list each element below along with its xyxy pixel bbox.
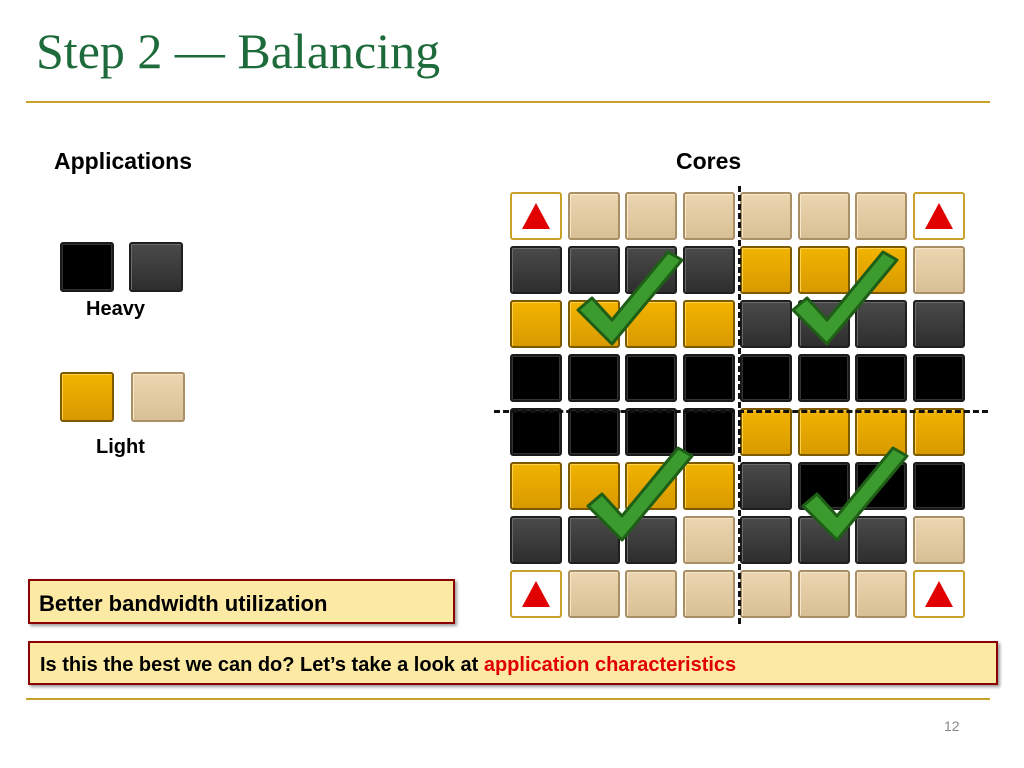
heavy-core-tile — [625, 354, 677, 402]
light-core-tile — [740, 246, 792, 294]
light-core-tile — [567, 570, 620, 618]
heavy-core-tile — [855, 300, 907, 348]
memory-controller-tile — [912, 570, 965, 618]
heavy-core-tile — [567, 246, 620, 294]
highlight-text: application characteristics — [483, 654, 737, 676]
page-number: 12 — [944, 718, 960, 734]
heavy-core-tile — [567, 408, 620, 456]
light-core-tile — [510, 300, 562, 348]
memory-controller-tile — [510, 570, 562, 618]
memory-controller-tile — [510, 192, 562, 240]
heavy-core-tile — [797, 354, 850, 402]
light-core-tile — [855, 408, 907, 456]
heavy-core-tile — [510, 354, 562, 402]
heavy-core-tile — [510, 516, 562, 564]
horizontal-divider — [494, 410, 988, 413]
heavy-core-tile — [625, 408, 677, 456]
triangle-icon — [522, 581, 550, 607]
triangle-icon — [924, 581, 953, 607]
light-core-tile — [740, 192, 792, 240]
check-icon — [801, 446, 909, 542]
light-core-tile — [625, 192, 677, 240]
light-core-tile — [682, 462, 735, 510]
light-label: Light — [96, 436, 145, 458]
light-core-tile — [855, 570, 907, 618]
question-callout: Is this the best we can do? Let’s take a… — [28, 641, 998, 685]
check-icon — [586, 446, 694, 542]
light-core-tile — [682, 300, 735, 348]
light-core-tile — [912, 516, 965, 564]
bandwidth-callout: Better bandwidth utilization — [28, 579, 455, 624]
light-core-tile — [510, 462, 562, 510]
heavy-core-tile — [625, 516, 677, 564]
vertical-divider — [738, 186, 741, 624]
light-tan-tile — [131, 372, 185, 422]
light-core-tile — [797, 408, 850, 456]
heavy-core-tile — [855, 516, 907, 564]
heavy-core-tile — [740, 516, 792, 564]
applications-heading: Applications — [54, 148, 193, 174]
light-core-tile — [912, 246, 965, 294]
light-core-tile — [912, 408, 965, 456]
heavy-core-tile — [682, 408, 735, 456]
question-text: Is this the best we can do? Let’s take a… — [40, 654, 484, 676]
heavy-core-tile — [912, 354, 965, 402]
light-core-tile — [682, 570, 735, 618]
heavy-core-tile — [567, 354, 620, 402]
light-core-tile — [797, 570, 850, 618]
heavy-core-tile — [510, 408, 562, 456]
heavy-core-tile — [682, 354, 735, 402]
heavy-core-tile — [912, 462, 965, 510]
footer-divider — [26, 698, 990, 700]
light-core-tile — [797, 192, 850, 240]
light-core-tile — [625, 570, 677, 618]
light-gold-tile — [60, 372, 114, 422]
light-core-tile — [855, 192, 907, 240]
memory-controller-tile — [912, 192, 965, 240]
light-core-tile — [797, 246, 850, 294]
check-icon — [791, 250, 899, 346]
light-core-tile — [740, 570, 792, 618]
light-core-tile — [567, 192, 620, 240]
triangle-icon — [522, 203, 550, 229]
check-icon — [576, 250, 684, 346]
cores-heading: Cores — [676, 148, 742, 174]
triangle-icon — [924, 203, 953, 229]
heavy-black-tile — [60, 242, 114, 292]
heavy-core-tile — [740, 300, 792, 348]
heavy-core-tile — [682, 246, 735, 294]
heavy-core-tile — [912, 300, 965, 348]
light-core-tile — [740, 408, 792, 456]
heavy-core-tile — [740, 462, 792, 510]
heavy-core-tile — [855, 354, 907, 402]
light-core-tile — [682, 192, 735, 240]
heavy-core-tile — [740, 354, 792, 402]
light-core-tile — [682, 516, 735, 564]
heavy-label: Heavy — [86, 298, 145, 320]
heavy-core-tile — [510, 246, 562, 294]
slide-title: Step 2 — Balancing — [36, 23, 441, 79]
heavy-gray-tile — [129, 242, 183, 292]
title-divider — [26, 101, 990, 103]
